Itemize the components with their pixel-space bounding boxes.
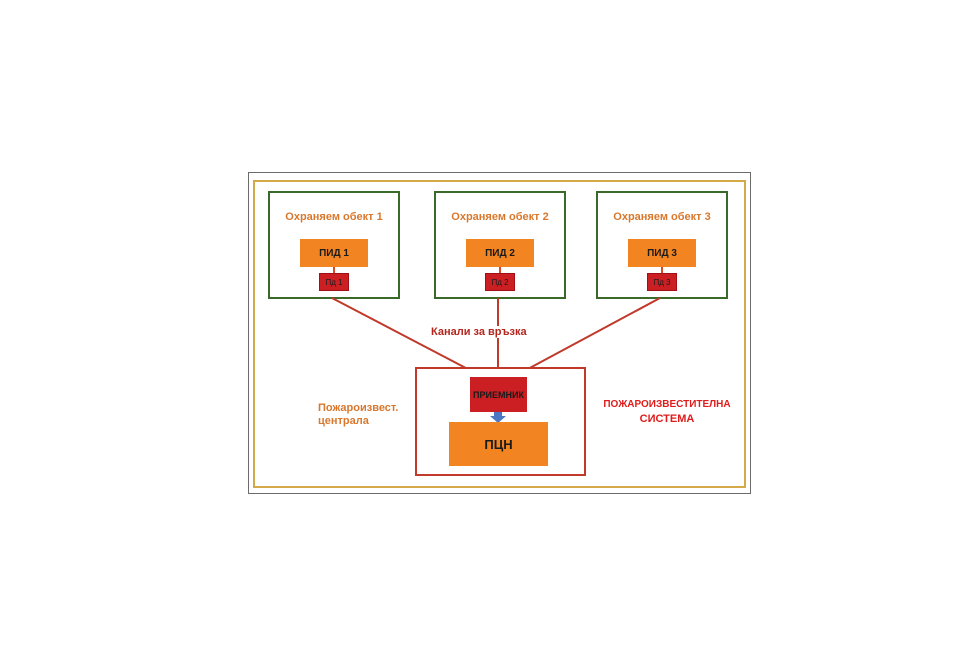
pd-2-box: Пд 2 xyxy=(485,273,515,291)
system-label: ПОЖАРОИЗВЕСТИТЕЛНА СИСТЕМА xyxy=(596,398,738,426)
central-label-line1: Пожароизвест. xyxy=(318,402,399,414)
pid-3-box: ПИД 3 xyxy=(628,239,696,267)
channel-label: Канали за връзка xyxy=(430,326,528,338)
pd-1-box: Пд 1 xyxy=(319,273,349,291)
protected-object-2: Охраняем обект 2 ПИД 2 Пд 2 xyxy=(434,191,566,299)
pcn-box: ПЦН xyxy=(449,422,548,466)
protected-object-1-title: Охраняем обект 1 xyxy=(285,211,383,223)
protected-object-3: Охраняем обект 3 ПИД 3 Пд 3 xyxy=(596,191,728,299)
pd-3-box: Пд 3 xyxy=(647,273,677,291)
pid-3-connector xyxy=(661,267,663,273)
protected-object-3-title: Охраняем обект 3 xyxy=(613,211,711,223)
pid-2-connector xyxy=(499,267,501,273)
protected-object-1: Охраняем обект 1 ПИД 1 Пд 1 xyxy=(268,191,400,299)
pid-2-box: ПИД 2 xyxy=(466,239,534,267)
central-label-line2: централа xyxy=(318,415,369,427)
receiver-box: ПРИЕМНИК xyxy=(470,377,527,412)
protected-object-2-title: Охраняем обект 2 xyxy=(451,211,549,223)
system-label-line1: ПОЖАРОИЗВЕСТИТЕЛНА xyxy=(603,399,731,410)
pid-1-box: ПИД 1 xyxy=(300,239,368,267)
channel-line-3 xyxy=(512,297,661,378)
fire-alarm-system-boundary xyxy=(253,180,746,488)
system-label-line2: СИСТЕМА xyxy=(639,413,695,425)
central-label: Пожароизвест. централа xyxy=(318,402,398,428)
channel-line-1 xyxy=(331,297,484,378)
pid-1-connector xyxy=(333,267,335,273)
